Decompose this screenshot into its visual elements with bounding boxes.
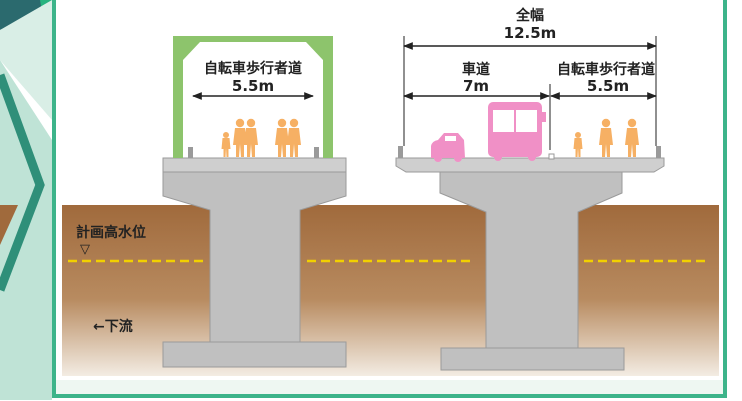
- existing-truss: [173, 36, 333, 158]
- downstream-label: ←下流: [93, 318, 133, 335]
- water-level-marker: ▽: [80, 242, 90, 257]
- new-deck: [395, 157, 665, 173]
- new-pier: [439, 171, 623, 349]
- total-width-value: 12.5m: [504, 24, 557, 42]
- roadway-label: 車道: [462, 61, 490, 78]
- total-width-label: 全幅: [515, 7, 544, 24]
- existing-pier-footing: [162, 341, 347, 368]
- existing-bridge: 自転車歩行者道 5.5m: [162, 36, 347, 368]
- new-sidewalk-width: 5.5m: [587, 77, 629, 95]
- car-icon: [431, 133, 465, 162]
- existing-sidewalk-label: 自転車歩行者道: [204, 60, 302, 77]
- planned-high-water-level: 計画高水位 ▽: [68, 224, 706, 263]
- new-sidewalk-label: 自転車歩行者道: [557, 61, 655, 78]
- bus-icon: [488, 102, 546, 161]
- existing-pier: [162, 171, 347, 343]
- new-pier-footing: [440, 347, 625, 371]
- water-level-label: 計画高水位: [76, 224, 146, 241]
- existing-deck: [162, 157, 347, 173]
- new-bridge: 全幅 12.5m 車道 7m 自転車歩行者道 5.5m: [395, 7, 665, 371]
- roadway-width: 7m: [463, 77, 489, 95]
- existing-sidewalk-width: 5.5m: [232, 77, 274, 95]
